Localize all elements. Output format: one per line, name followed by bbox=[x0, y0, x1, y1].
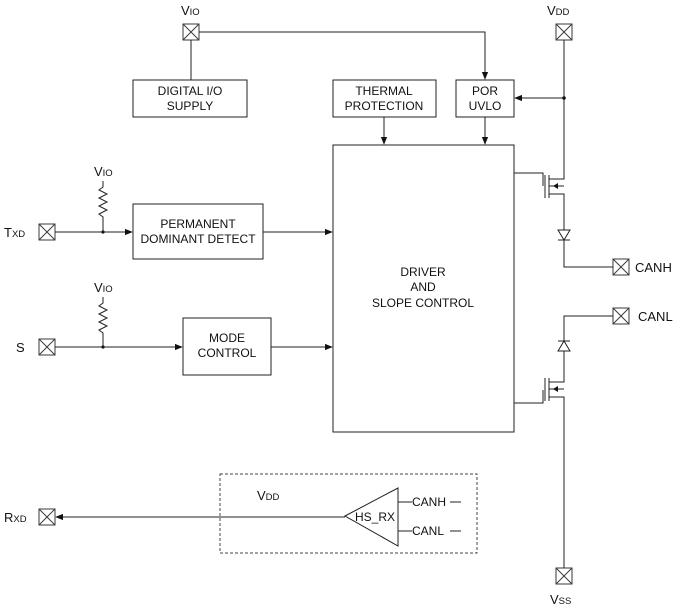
svg-text:S: S bbox=[16, 340, 25, 355]
svg-text:VSS: VSS bbox=[550, 592, 571, 607]
svg-text:AND: AND bbox=[410, 280, 436, 294]
svg-text:SLOPE CONTROL: SLOPE CONTROL bbox=[372, 296, 474, 310]
rx-canh-label: CANH bbox=[412, 495, 446, 509]
txd-pullup-resistor: VIO bbox=[94, 164, 113, 232]
hs-rx-label: HS_RX bbox=[355, 510, 395, 524]
svg-text:PROTECTION: PROTECTION bbox=[345, 99, 424, 113]
pin-rxd: RXD bbox=[4, 508, 56, 526]
driver-slope-control-block: DRIVER AND SLOPE CONTROL bbox=[332, 144, 515, 433]
svg-text:UVLO: UVLO bbox=[469, 99, 502, 113]
svg-text:DIGITAL I/O: DIGITAL I/O bbox=[158, 84, 223, 98]
pin-s: S bbox=[16, 338, 56, 356]
svg-text:POR: POR bbox=[472, 84, 498, 98]
svg-text:DOMINANT DETECT: DOMINANT DETECT bbox=[140, 232, 256, 246]
svg-text:CONTROL: CONTROL bbox=[198, 346, 257, 360]
rx-canl-label: CANL bbox=[412, 524, 444, 538]
txd-input-wire bbox=[55, 228, 133, 236]
svg-text:MODE: MODE bbox=[209, 331, 245, 345]
por-uvlo-block: POR UVLO bbox=[455, 79, 515, 118]
svg-text:VDD: VDD bbox=[547, 3, 570, 18]
canh-diode bbox=[557, 218, 613, 268]
svg-text:VDD: VDD bbox=[257, 488, 280, 503]
svg-text:SUPPLY: SUPPLY bbox=[167, 99, 213, 113]
pin-canl: CANL bbox=[612, 307, 673, 325]
vio-to-por-uvlo-wire bbox=[199, 31, 489, 80]
svg-text:RXD: RXD bbox=[4, 510, 27, 525]
svg-text:DRIVER: DRIVER bbox=[400, 265, 446, 279]
svg-text:TXD: TXD bbox=[4, 225, 25, 240]
canl-diode bbox=[557, 315, 613, 376]
pin-txd: TXD bbox=[4, 223, 56, 241]
high-side-transistor bbox=[514, 172, 565, 218]
s-pullup-resistor: VIO bbox=[94, 280, 113, 347]
svg-text:PERMANENT: PERMANENT bbox=[160, 217, 236, 231]
svg-text:VIO: VIO bbox=[94, 280, 113, 295]
pin-vss: VSS bbox=[550, 567, 573, 607]
s-input-wire bbox=[55, 343, 183, 351]
digital-io-supply-block: DIGITAL I/O SUPPLY bbox=[132, 79, 248, 118]
pin-canh: CANH bbox=[612, 258, 672, 276]
pin-vdd-top: VDD bbox=[547, 3, 573, 41]
svg-text:CANH: CANH bbox=[635, 260, 672, 275]
thermal-protection-block: THERMAL PROTECTION bbox=[332, 79, 437, 118]
svg-text:VIO: VIO bbox=[94, 164, 113, 179]
low-side-transistor bbox=[514, 376, 565, 568]
svg-text:VIO: VIO bbox=[181, 3, 200, 18]
pin-vio-top: VIO bbox=[181, 3, 200, 41]
svg-text:THERMAL: THERMAL bbox=[355, 84, 413, 98]
mode-control-block: MODE CONTROL bbox=[182, 317, 272, 376]
vdd-rail-wire bbox=[514, 40, 566, 176]
permanent-dominant-detect-block: PERMANENT DOMINANT DETECT bbox=[132, 203, 264, 260]
svg-text:CANL: CANL bbox=[638, 309, 673, 324]
receiver-group: VDD HS_RX CANH CANL bbox=[219, 473, 478, 554]
